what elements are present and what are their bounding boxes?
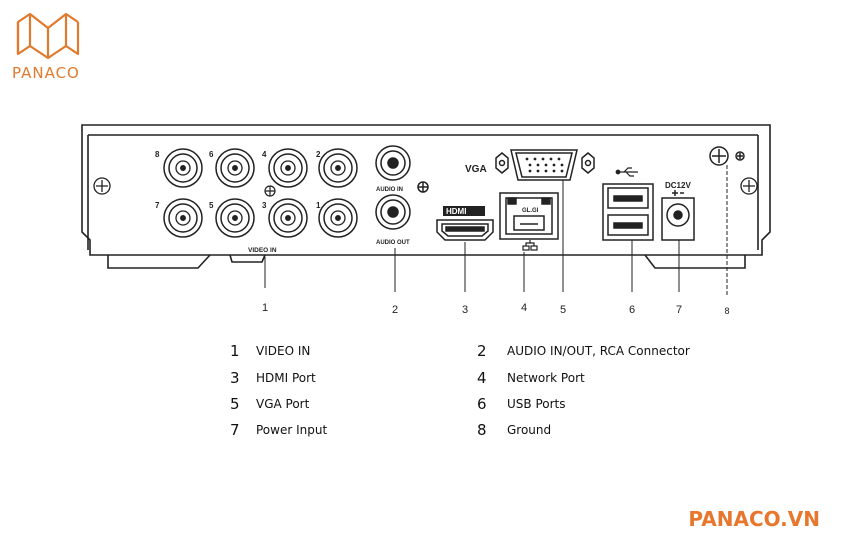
legend-label: VGA Port <box>256 397 310 411</box>
panaco-logo-icon <box>16 12 80 60</box>
callout-number: 7 <box>676 304 682 316</box>
bnc-number: 7 <box>155 201 160 210</box>
bnc-connector <box>268 148 308 188</box>
legend-number: 8 <box>477 421 487 439</box>
callout-number: 6 <box>629 304 635 316</box>
vga-port <box>495 149 595 181</box>
callout-number: 5 <box>560 304 566 316</box>
bnc-number: 1 <box>316 201 321 210</box>
bnc-number: 8 <box>155 150 160 159</box>
network-symbol-icon <box>522 240 538 251</box>
bnc-connector <box>163 198 203 238</box>
network-port <box>499 192 559 240</box>
bnc-connectors: 8 6 4 2 7 5 3 1 <box>155 148 358 238</box>
legend-label: VIDEO IN <box>256 344 311 358</box>
hdmi-logo-icon: HDMI <box>443 206 485 216</box>
legend-label: AUDIO IN/OUT, RCA Connector <box>507 344 690 358</box>
callout-number: 2 <box>392 304 398 316</box>
legend-label: Power Input <box>256 423 328 437</box>
bnc-number: 6 <box>209 150 214 159</box>
bnc-connector <box>215 148 255 188</box>
dc-power-port <box>661 190 695 241</box>
bnc-number: 3 <box>262 201 267 210</box>
logo-text: PANACO <box>12 64 80 82</box>
audio-out-label: AUDIO OUT <box>376 240 410 246</box>
hdmi-label: HDMI <box>446 207 466 216</box>
footer-brand: PANACO.VN <box>688 507 820 531</box>
vga-label: VGA <box>465 164 487 175</box>
lan-label: GL.GI <box>522 208 539 214</box>
bnc-connector <box>215 198 255 238</box>
legend-number: 7 <box>230 421 240 439</box>
screw-icon <box>93 177 758 195</box>
audio-in-label: AUDIO IN <box>376 187 403 193</box>
legend-number: 1 <box>230 342 240 360</box>
callout-lines <box>264 165 728 296</box>
bnc-connector <box>318 148 358 188</box>
chassis <box>81 124 771 269</box>
rca-connectors <box>375 145 429 230</box>
usb-ports <box>602 183 654 241</box>
bnc-number: 5 <box>209 201 214 210</box>
callout-number: 8 <box>724 306 729 316</box>
usb-symbol-icon <box>615 167 638 177</box>
legend-number: 6 <box>477 395 487 413</box>
bnc-connector <box>318 198 358 238</box>
legend-number: 2 <box>477 342 487 360</box>
bnc-number: 4 <box>262 150 267 159</box>
video-in-label: VIDEO IN <box>248 247 277 254</box>
dc-label: DC12V <box>665 181 691 190</box>
bnc-connector <box>268 198 308 238</box>
dvr-rear-panel-diagram: 8 6 4 2 7 5 3 1 VIDEO IN AUDIO IN AUDIO OUT VGA… <box>81 124 771 316</box>
bnc-connector <box>163 148 203 188</box>
ground-screw-icon <box>709 146 745 166</box>
callout-number: 3 <box>462 304 468 316</box>
legend-number: 5 <box>230 395 240 413</box>
legend-number: 3 <box>230 369 240 387</box>
ground-symbol-icon <box>264 185 276 197</box>
legend-label: HDMI Port <box>256 371 316 385</box>
legend-label: USB Ports <box>507 397 566 411</box>
legend-label: Network Port <box>507 371 585 385</box>
callout-number: 4 <box>521 302 527 314</box>
legend-label: Ground <box>507 423 552 437</box>
bnc-number: 2 <box>316 150 321 159</box>
hdmi-port <box>436 219 494 241</box>
callout-number: 1 <box>262 302 268 314</box>
legend-number: 4 <box>477 369 487 387</box>
